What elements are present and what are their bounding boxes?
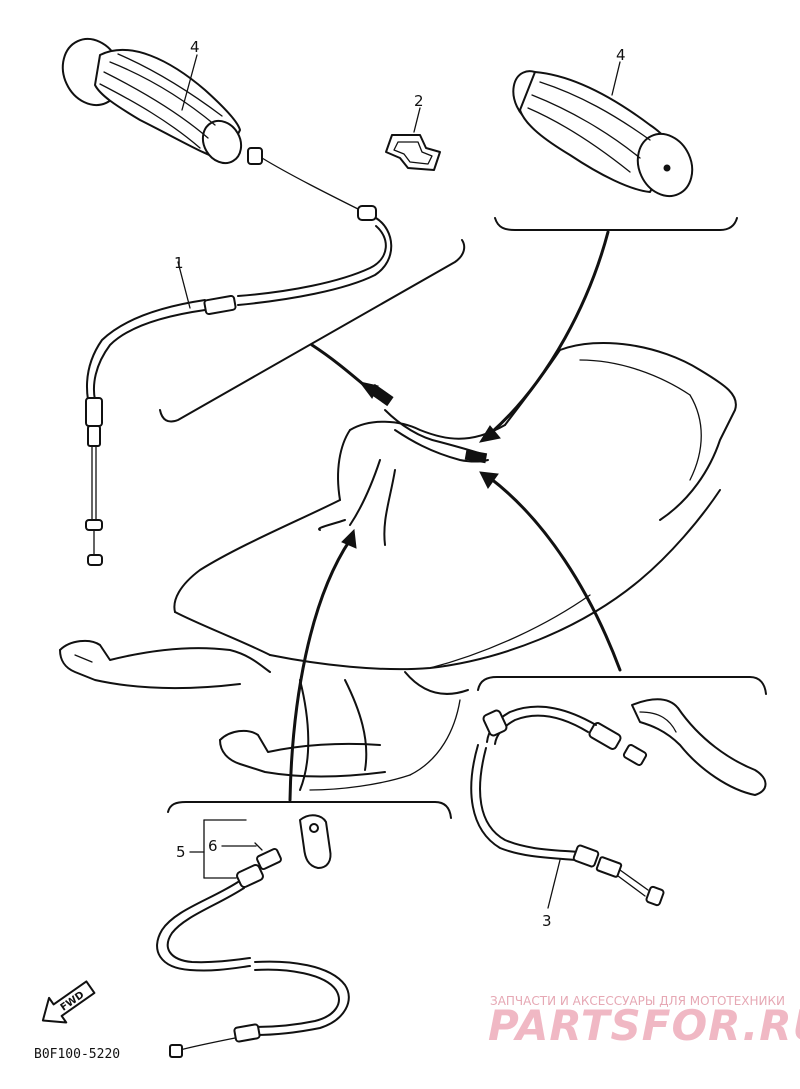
leader-arrows	[288, 230, 622, 802]
fwd-arrow-icon: FWD	[41, 980, 96, 1024]
callout-part-1: 1	[174, 254, 184, 272]
callout-part-3: 3	[542, 912, 552, 930]
left-grip	[61, 37, 243, 165]
brake-cable	[470, 698, 767, 907]
callout-part-4-left: 4	[190, 38, 200, 56]
throttle-cable	[85, 147, 393, 566]
diagram-code: B0F100-5220	[34, 1047, 120, 1062]
group-brackets	[159, 217, 767, 819]
watermark: ЗАПЧАСТИ И АКСЕССУАРЫ ДЛЯ МОТОТЕХНИКИ PA…	[488, 994, 800, 1050]
right-grip	[512, 70, 694, 198]
handlebar-on-body	[368, 383, 489, 464]
callout-leaders	[177, 54, 621, 909]
stop-switch-cable	[156, 814, 350, 1058]
callout-part-2: 2	[414, 92, 424, 110]
callout-part-5: 5	[176, 843, 186, 861]
clip-part	[385, 134, 441, 171]
callout-part-4-right: 4	[616, 46, 626, 64]
watermark-logo: PARTSFOR.RU	[488, 1001, 800, 1050]
watermark-tagline: ЗАПЧАСТИ И АКСЕССУАРЫ ДЛЯ МОТОТЕХНИКИ	[490, 994, 785, 1008]
callout-part-6: 6	[208, 837, 218, 855]
snowmobile-outline	[59, 341, 737, 791]
